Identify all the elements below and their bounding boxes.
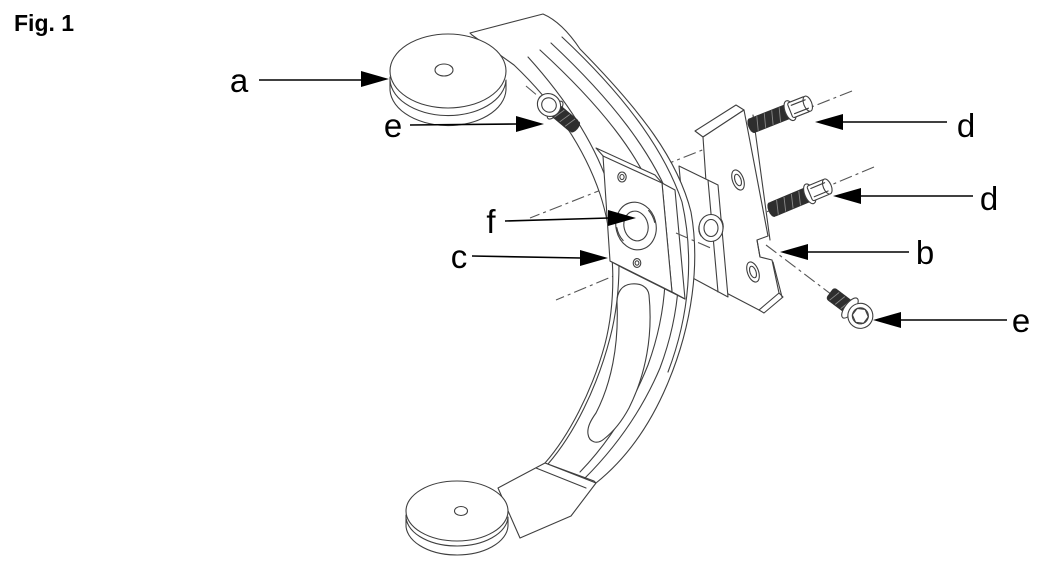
callout-d-middle: d [833,180,998,217]
callout-c: c [451,238,608,275]
callout-e-upper: e [384,107,544,144]
callout-letter-c: c [451,238,468,275]
screw-e-lower [826,288,874,329]
adapter-plate [595,147,686,300]
callout-f: f [486,203,636,240]
flange-hole-upper [731,169,745,191]
callout-d-upper: d [815,107,975,144]
bracket-yoke [389,13,696,556]
arrow-left-icon [873,312,901,328]
flange-hole-lower [746,261,760,283]
bracket-top-pad [389,33,507,109]
plate-center-hole [615,201,657,251]
callout-b: b [780,234,934,271]
callout-letter-e-upper: e [384,107,402,144]
bolt-d-middle [767,178,833,217]
centerline-segment [675,232,714,250]
callout-letter-f: f [486,203,496,240]
callout-letter-b: b [916,234,934,271]
arrow-right-icon [361,71,389,87]
arrow-right-icon [608,210,636,226]
callout-letter-a: a [230,62,249,99]
arrow-left-icon [780,244,808,260]
callout-letter-d-upper: d [957,107,975,144]
arrow-left-icon [833,188,861,204]
callout-letter-e-lower: e [1012,302,1030,339]
bracket-bottom-pad [405,480,509,542]
callout-a: a [230,62,389,99]
arrow-left-icon [815,114,843,130]
arrow-right-icon [516,116,544,132]
callout-e-lower: e [873,302,1030,339]
bolt-d-upper [747,95,814,133]
figure-label: Fig. 1 [14,10,74,36]
screw-e-upper [536,93,581,133]
arrow-right-icon [580,250,608,266]
bracket-slot [587,283,651,443]
callout-letter-d-middle: d [980,180,998,217]
